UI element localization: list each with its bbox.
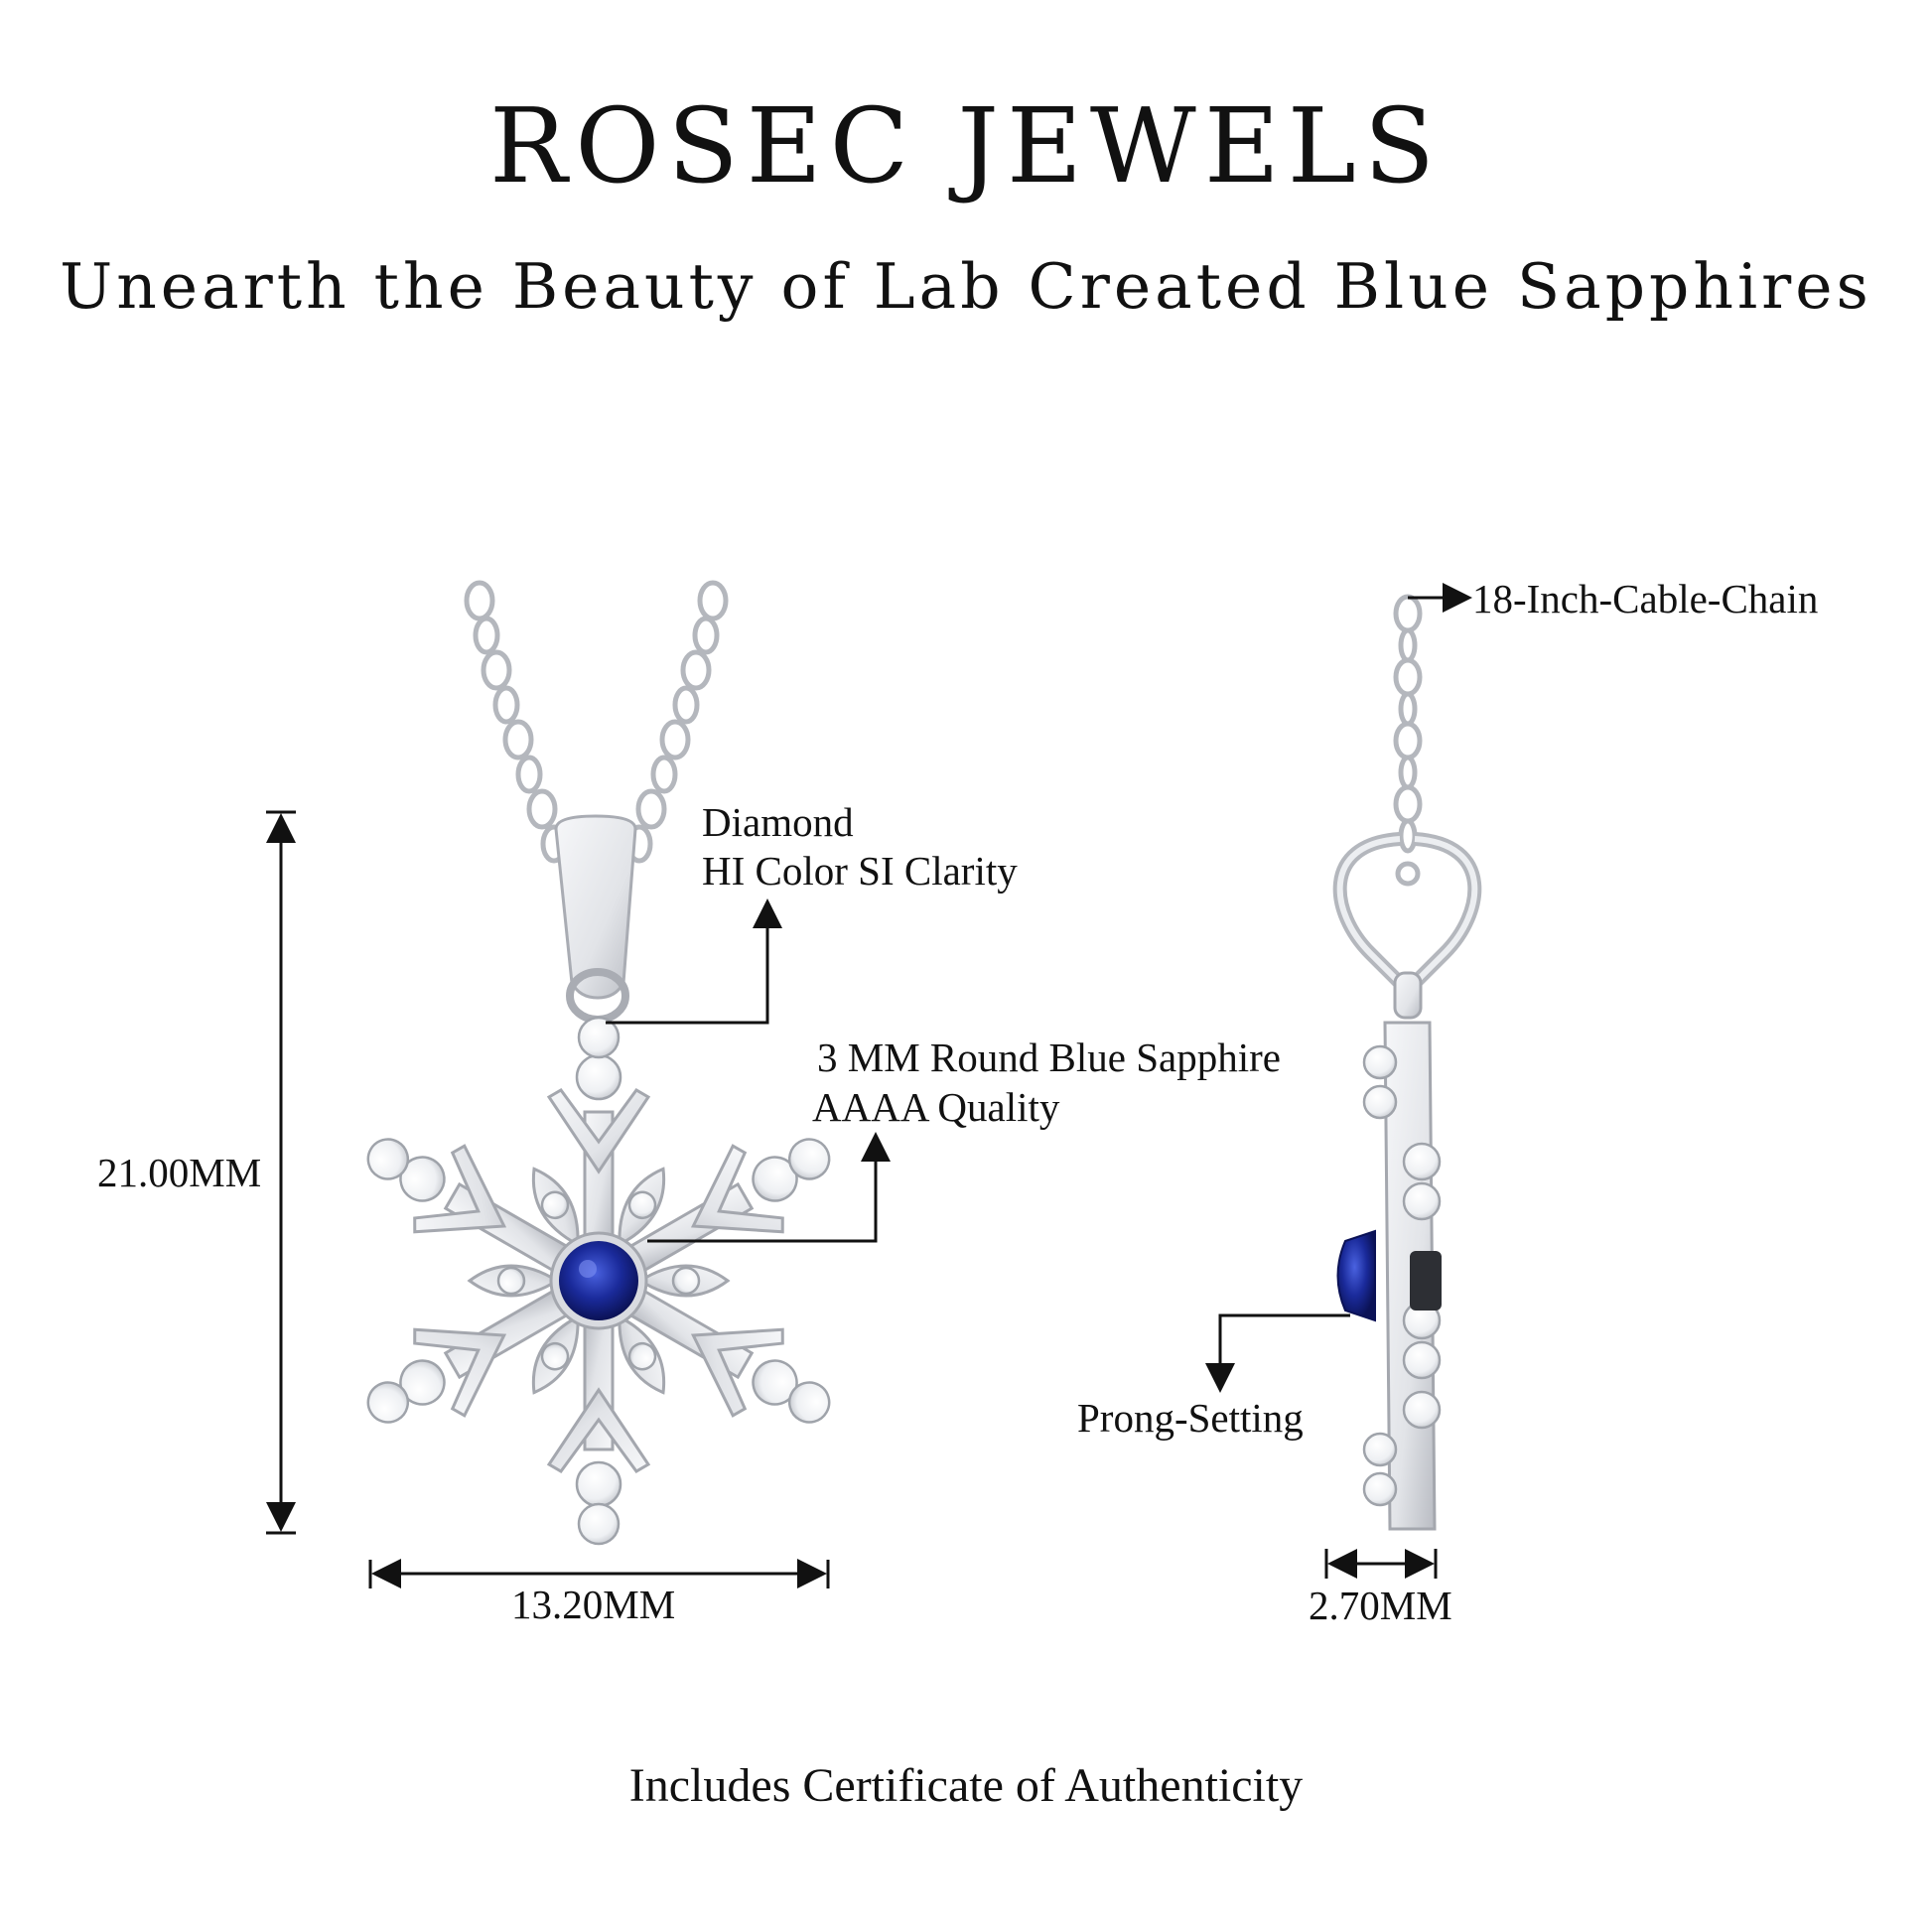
brand-title: ROSEC JEWELS	[488, 85, 1444, 207]
height-label: 21.00MM	[97, 1150, 262, 1195]
sapphire-label-line1: 3 MM Round Blue Sapphire	[817, 1035, 1281, 1080]
side-chain	[1393, 594, 1423, 854]
width-dimension	[368, 1559, 830, 1588]
width-label: 13.20MM	[511, 1582, 676, 1627]
height-dimension	[266, 810, 296, 1535]
prong-callout-line	[1205, 1313, 1350, 1393]
front-diamonds	[366, 1016, 831, 1546]
tagline: Unearth the Beauty of Lab Created Blue S…	[60, 250, 1872, 323]
sapphire-callout-line	[647, 1132, 891, 1243]
front-bail	[554, 814, 637, 1024]
chain-label: 18-Inch-Cable-Chain	[1472, 576, 1819, 621]
diamond-label-line2: HI Color SI Clarity	[702, 848, 1018, 894]
diamond-label-line1: Diamond	[702, 799, 854, 845]
side-pendant-profile	[1336, 1021, 1442, 1531]
depth-dimension	[1324, 1549, 1438, 1579]
diamond-callout-line	[606, 898, 782, 1025]
front-sapphire	[549, 1231, 648, 1330]
certificate-note: Includes Certificate of Authenticity	[628, 1759, 1304, 1812]
side-bail	[1332, 832, 1482, 1020]
sapphire-label-line2: AAAA Quality	[812, 1084, 1060, 1130]
setting-label: Prong-Setting	[1077, 1395, 1304, 1441]
depth-label: 2.70MM	[1309, 1583, 1452, 1628]
front-chain	[464, 580, 729, 864]
